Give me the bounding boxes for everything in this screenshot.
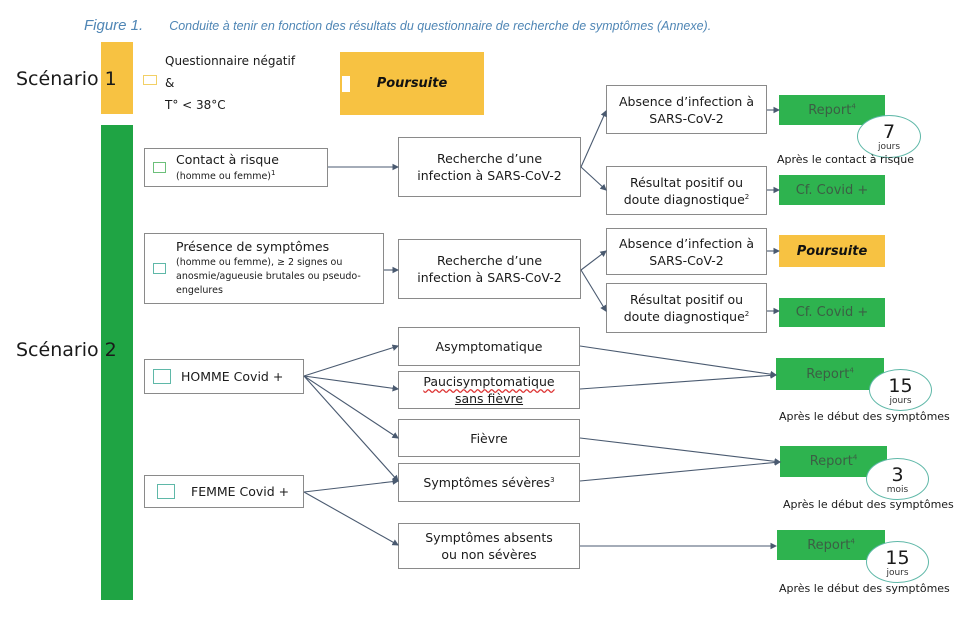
absent-line2: ou non sévères [441,547,537,562]
symptoms-covid-outcome: Cf. Covid + [779,298,885,327]
scenario1-bar [101,42,133,114]
contact-subtitle: (homme ou femme) [176,170,272,182]
symptoms-positive-text: Résultat positif ou doute diagnostique [623,292,745,324]
condition-questionnaire: Questionnaire négatif [165,54,296,68]
report-label: Report [808,102,852,118]
femme-covid-box[interactable]: FEMME Covid + [144,475,304,508]
condition-temperature: T° < 38°C [165,98,226,112]
report-2-value: 3 [891,464,904,486]
link-search1-neg [580,109,607,168]
homme-covid-box[interactable]: HOMME Covid + [144,359,304,394]
femme-label: FEMME Covid + [191,484,290,499]
severe-footnote: 3 [550,475,555,484]
report-1-label: Report [806,366,850,382]
symptoms-detail: (homme ou femme), ≥ 2 signes ou anosmie/… [176,256,361,296]
link-search2-pos [580,269,607,312]
contact-checkbox[interactable] [153,162,166,173]
figure-caption: Figure 1. Conduite à tenir en fonction de… [84,17,711,35]
link-femme-severe [303,478,400,493]
symptoms-negative-box: Absence d’infection à SARS-CoV-2 [606,228,767,275]
scenario2-bar [101,125,133,600]
contact-positive-box: Résultat positif ou doute diagnostique2 [606,166,767,215]
report-2-footnote: 4 [852,453,858,462]
report-footnote: 4 [851,102,856,111]
report-outcome-1: Report4 [776,358,884,390]
duration-value: 7 [882,121,896,143]
link-search2-neg [580,250,607,271]
report-3-unit: jours [886,568,909,578]
link-severe-report2 [579,459,782,482]
link-asympto-report1 [579,345,778,378]
contact-negative-box: Absence d’infection à SARS-CoV-2 [606,85,767,134]
outcome-marker [342,76,350,92]
absent-line1: Symptômes absents [425,530,553,545]
category-paucisymptomatique: Paucisymptomatique sans fièvre [398,371,580,409]
scenario1-checkbox[interactable] [143,75,157,85]
report-1-duration-badge: 15 jours [869,369,932,411]
category-symptomes-severes: Symptômes sévères3 [398,463,580,502]
report-1-unit: jours [889,396,912,406]
figure-title: Conduite à tenir en fonction des résulta… [169,19,712,33]
contact-duration-badge: 7 jours [857,115,921,158]
report-2-unit: mois [886,485,909,495]
symptoms-title: Présence de symptômes [176,238,330,254]
link-homme-asympto [303,344,400,377]
link-femme-absent [303,491,399,546]
symptoms-box[interactable]: Présence de symptômes (homme ou femme), … [144,233,384,304]
report-1-footnote: 4 [849,366,854,375]
report-outcome-3: Report4 [777,530,885,560]
symptoms-poursuite-outcome: Poursuite [779,235,885,267]
pauci-line2: sans fièvre [454,391,524,406]
category-symptomes-absents: Symptômes absents ou non sévères [398,523,580,569]
link-homme-fievre [303,375,399,439]
link-homme-pauci [303,375,400,392]
symptoms-positive-footnote: 2 [744,309,750,318]
symptoms-positive-box: Résultat positif ou doute diagnostique2 [606,283,767,333]
category-fievre: Fièvre [398,419,580,457]
contact-report-outcome: Report4 [779,95,885,125]
report-2-label: Report [809,454,853,469]
outcome-label: Poursuite [376,76,448,91]
severe-label: Symptômes sévères [423,475,551,490]
report-3-value: 15 [885,547,910,569]
contact-footnote: 1 [271,168,276,177]
contact-positive-footnote: 2 [744,192,750,201]
homme-checkbox[interactable] [153,369,171,384]
contact-search-box: Recherche d’une infection à SARS-CoV-2 [398,137,581,197]
link-search1-pos [580,166,607,191]
symptoms-checkbox[interactable] [153,263,166,274]
figure-number: Figure 1. [84,17,144,34]
report-3-note: Après le début des symptômes [779,582,950,595]
report-3-label: Report [807,537,851,553]
scenario1-outcome-poursuite: Poursuite [340,52,484,115]
contact-title: Contact à risque [176,151,279,167]
report-3-duration-badge: 15 jours [866,541,929,583]
link-pauci-report1 [579,372,778,390]
scenario1-condition: Questionnaire négatif & T° < 38°C [165,50,295,116]
report-1-note: Après le début des symptômes [779,410,950,423]
femme-checkbox[interactable] [157,484,175,499]
report-3-footnote: 4 [850,537,855,546]
homme-label: HOMME Covid + [181,369,284,384]
contact-covid-outcome: Cf. Covid + [779,175,885,205]
condition-and: & [165,76,175,90]
report-2-note: Après le début des symptômes [783,498,954,511]
contact-report-note: Après le contact à risque [777,153,915,166]
pauci-line1: Paucisymptomatique [423,374,555,389]
scenario1-label: Scénario 1 [16,68,117,90]
contact-positive-text: Résultat positif ou doute diagnostique [623,174,745,207]
report-1-value: 15 [888,375,913,397]
link-fievre-report2 [579,437,782,465]
scenario2-label: Scénario 2 [16,339,117,361]
link-homme-severe [303,375,399,482]
symptoms-search-box: Recherche d’une infection à SARS-CoV-2 [398,239,581,299]
contact-risk-box[interactable]: Contact à risque (homme ou femme)1 [144,148,328,187]
report-2-duration-badge: 3 mois [866,458,929,500]
duration-unit: jours [877,142,901,152]
